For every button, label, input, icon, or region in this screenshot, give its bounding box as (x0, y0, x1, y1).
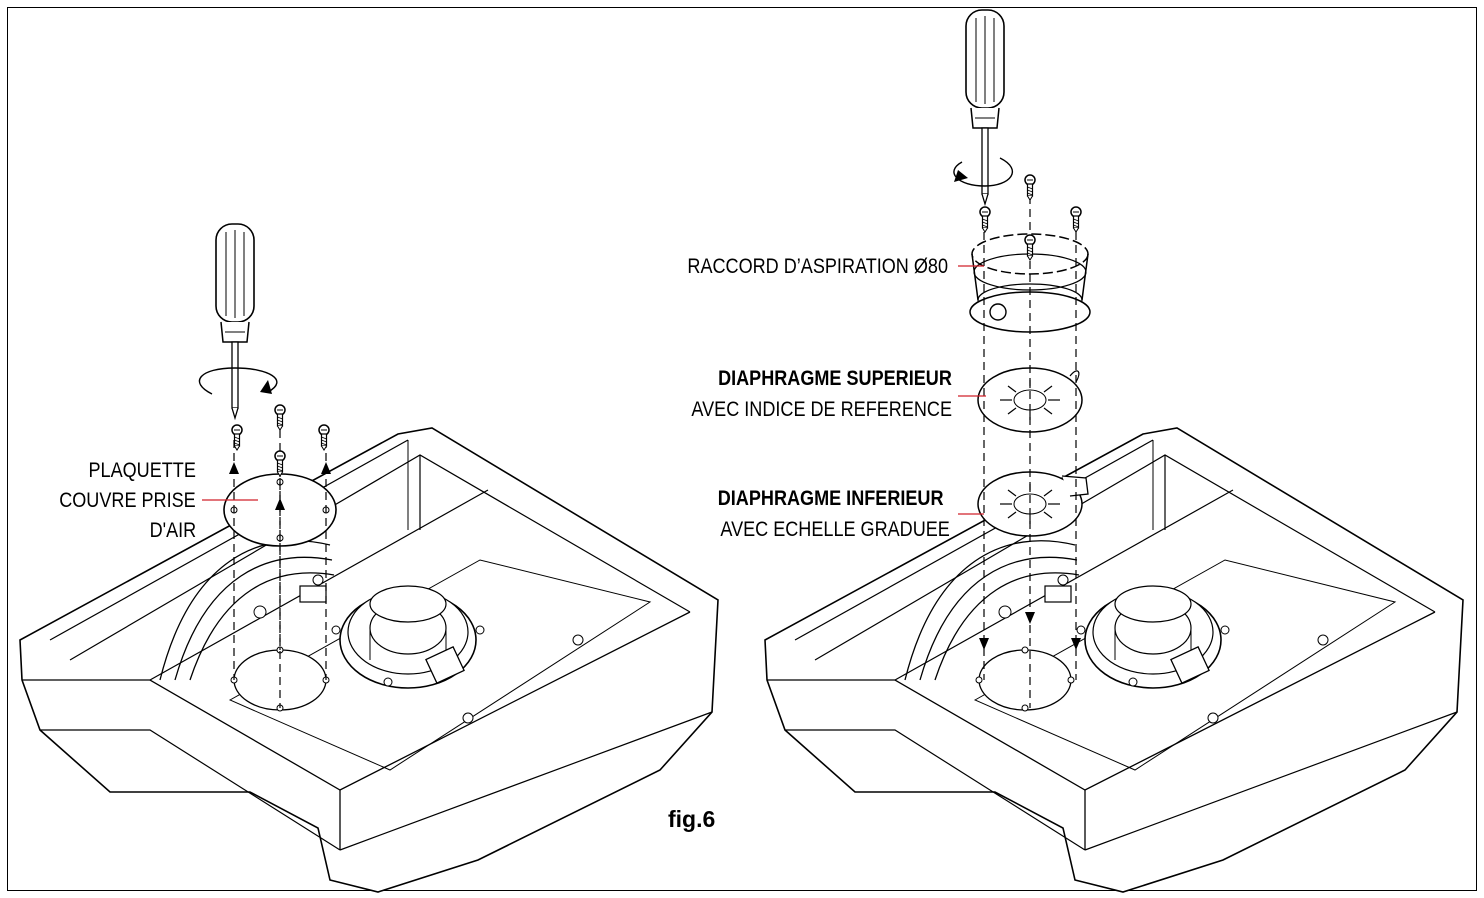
rotation-arrow-icon (953, 157, 1014, 187)
arrow-up-icon (229, 462, 331, 510)
label-dair: D'AIR (149, 519, 196, 542)
label-diaphragme-superieur: DIAPHRAGME SUPERIEUR (718, 367, 952, 390)
label-raccord: RACCORD D’ASPIRATION Ø80 (687, 255, 948, 278)
label-plaquette: PLAQUETTE (88, 459, 196, 482)
rotation-arrow-icon (198, 367, 278, 395)
label-diaphragme-inferieur: DIAPHRAGME INFERIEUR (718, 487, 944, 510)
label-couvre-prise: COUVRE PRISE (59, 489, 196, 512)
screwdriver-icon (215, 223, 255, 419)
arrow-down-icon (979, 612, 1081, 650)
screwdriver-icon (965, 9, 1005, 205)
figure-caption: fig.6 (668, 806, 716, 832)
label-indice-reference: AVEC INDICE DE REFERENCE (691, 398, 952, 421)
right-leader-lines (958, 265, 986, 515)
right-dashed-guides (983, 196, 1077, 708)
label-echelle-graduee: AVEC ECHELLE GRADUEE (720, 518, 950, 541)
screw-icon (231, 404, 330, 477)
figure-border (7, 7, 1477, 891)
upper-diaphragm (977, 367, 1083, 433)
